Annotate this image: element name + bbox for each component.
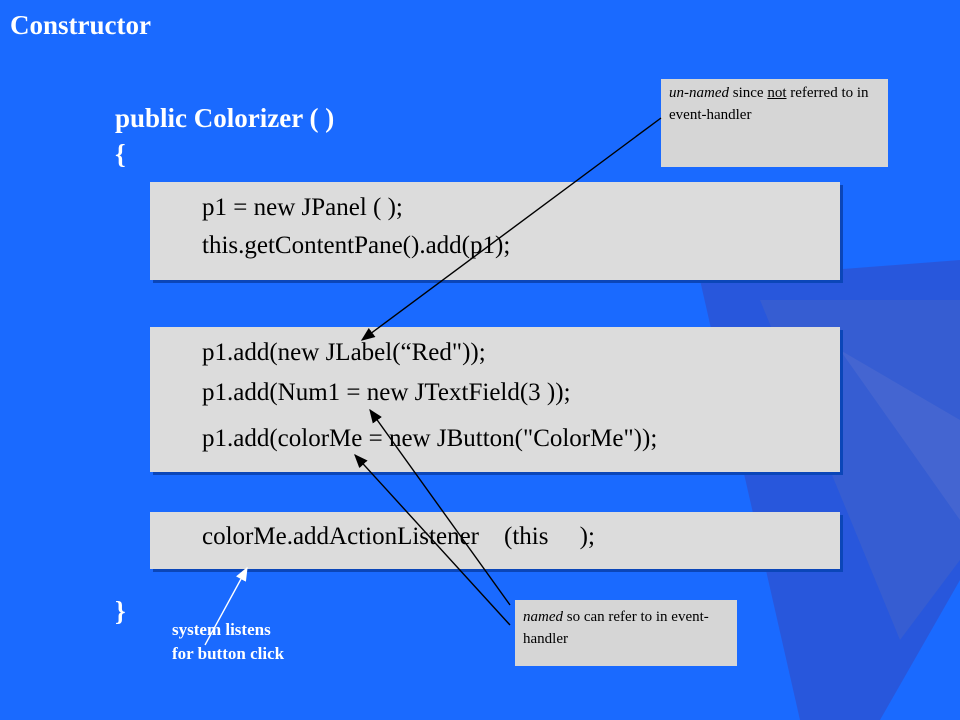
note-underline: not [767,85,787,101]
constructor-signature: public Colorizer ( ) { [115,100,334,172]
code-block-components: p1.add(new JLabel(“Red")); p1.add(Num1 =… [150,327,840,472]
note-unnamed: un-named since not referred to in event-… [661,79,888,167]
code-line: p1.add(new JLabel(“Red")); [202,339,486,366]
arrow-to-listener [204,566,248,646]
caption-system-listens: system listens for button click [172,618,284,666]
code-line: p1.add(colorMe = new JButton("ColorMe"))… [202,425,658,452]
signature-line: public Colorizer ( ) [115,103,335,133]
code-block-panel: p1 = new JPanel ( ); this.getContentPane… [150,182,840,280]
code-line: colorMe.addActionListener (this ); [202,523,595,550]
code-block-listener: colorMe.addActionListener (this ); [150,512,840,569]
close-brace: } [115,596,126,626]
arrow-to-colorme [354,453,511,626]
note-text: so can refer to in event-handler [523,609,709,647]
arrow-to-jlabel [360,117,662,341]
open-brace: { [115,139,126,169]
slide-title: Constructor [10,10,151,40]
note-text: since [729,85,768,101]
code-line: this.getContentPane().add(p1); [202,232,511,259]
note-emphasis: named [523,609,563,625]
note-emphasis: un-named [669,85,729,101]
note-named: named so can refer to in event-handler [515,600,737,666]
caption-line: system listens [172,620,271,639]
code-line: p1.add(Num1 = new JTextField(3 )); [202,379,571,406]
code-line: p1 = new JPanel ( ); [202,194,403,221]
caption-line: for button click [172,644,285,663]
note-text: referred to in event-handler [669,85,869,123]
arrow-to-num1 [369,408,511,606]
